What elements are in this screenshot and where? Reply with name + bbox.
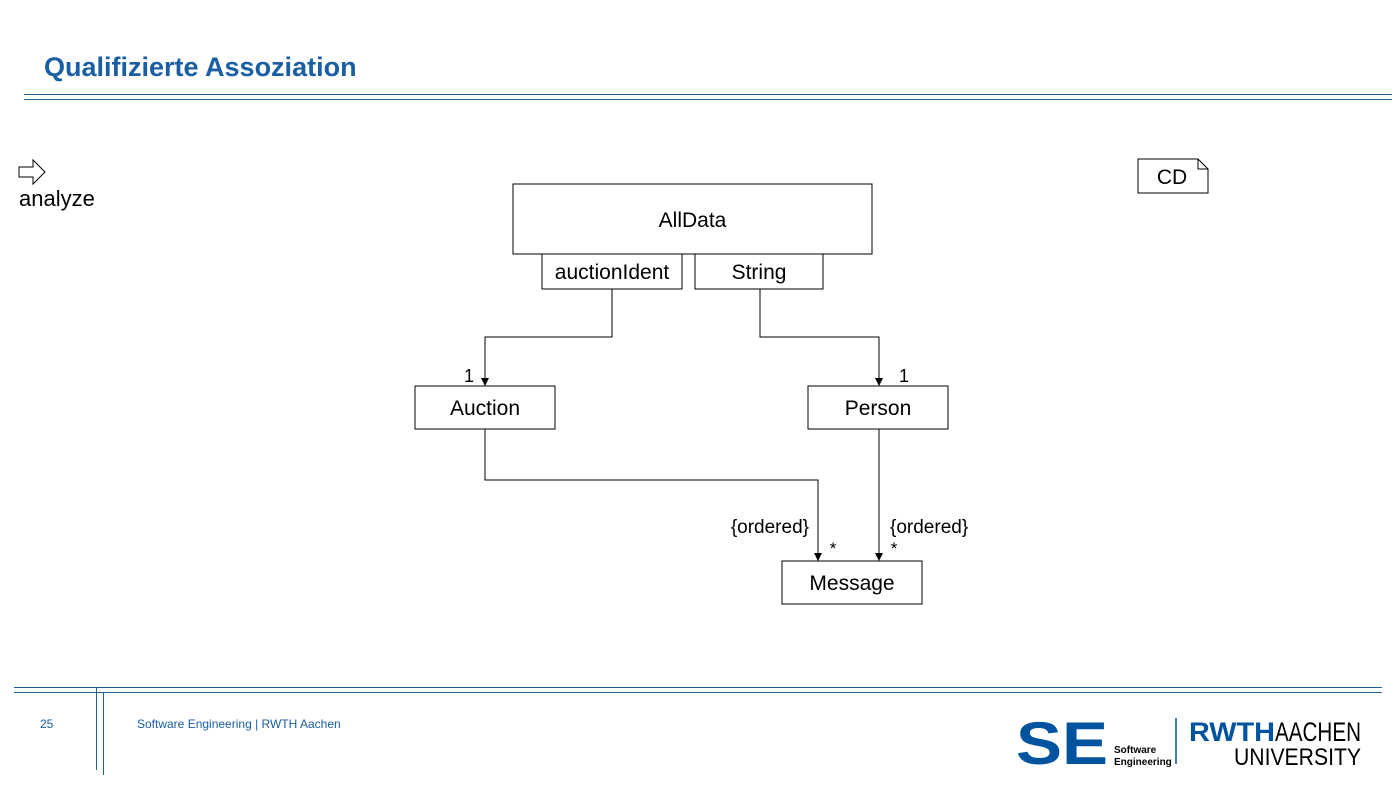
multiplicity-message-auction: * [830,539,837,558]
qualifier-auctionident-box [541,253,683,290]
footer-vline-left [96,687,97,770]
rwth-logo: RWTH AACHEN UNIVERSITY [1189,717,1361,771]
edge-auction-message [484,429,822,561]
class-message: Message [781,560,923,605]
se-logo-line2: Engineering [1114,757,1172,768]
footer-vline-right [103,692,104,775]
class-person-label: Person [845,397,912,420]
class-auction: Auction [414,385,556,430]
rwth-logo-university: UNIVERSITY [1234,744,1361,771]
side-note: analyze [18,158,95,211]
class-alldata: AllData [512,183,873,255]
class-alldata-label: AllData [659,209,727,232]
diagram-tag-box [1137,158,1209,194]
edges [481,289,883,561]
constraint-auction-message: {ordered} [731,517,809,538]
se-logo: SE Software Engineering [1016,710,1172,777]
constraint-person-message: {ordered} [890,517,968,538]
edge-string-person [759,289,883,386]
class-person-box [807,385,949,430]
footer-rule-lower [14,692,1382,693]
class-message-box [781,560,923,605]
rwth-logo-dark: RWTH [1189,717,1275,747]
diagram-tag: CD [1137,158,1209,194]
class-alldata-box [512,183,873,255]
footer-rule-upper [14,687,1382,688]
slide-title: Qualifizierte Assoziation [44,52,357,82]
edge-auctionident-auction [481,289,613,386]
title-rule-upper [24,94,1392,95]
qualifier-string: String [694,253,824,290]
qualifier-auctionident-label: auctionIdent [555,261,670,284]
rwth-logo-light: AACHEN [1275,717,1361,747]
se-logo-line1: Software [1114,745,1157,756]
multiplicity-auction: 1 [464,366,474,386]
qualifier-string-box [694,253,824,290]
title-rule-lower [24,99,1392,100]
side-note-label: analyze [19,186,95,211]
class-auction-label: Auction [450,397,520,420]
class-auction-box [414,385,556,430]
footer-text: Software Engineering | RWTH Aachen [137,717,341,731]
class-message-label: Message [809,572,894,595]
hollow-right-arrow-icon [18,158,46,186]
diagram-tag-fold [1197,159,1208,170]
class-person: Person [807,385,949,430]
qualifier-auctionident: auctionIdent [541,253,683,290]
diagram-tag-label: CD [1157,166,1187,189]
se-logo-mark: SE [1016,710,1108,777]
multiplicity-message-person: * [891,539,898,558]
multiplicity-person: 1 [899,366,909,386]
page-number: 25 [40,717,54,731]
qualifier-string-label: String [732,261,787,284]
